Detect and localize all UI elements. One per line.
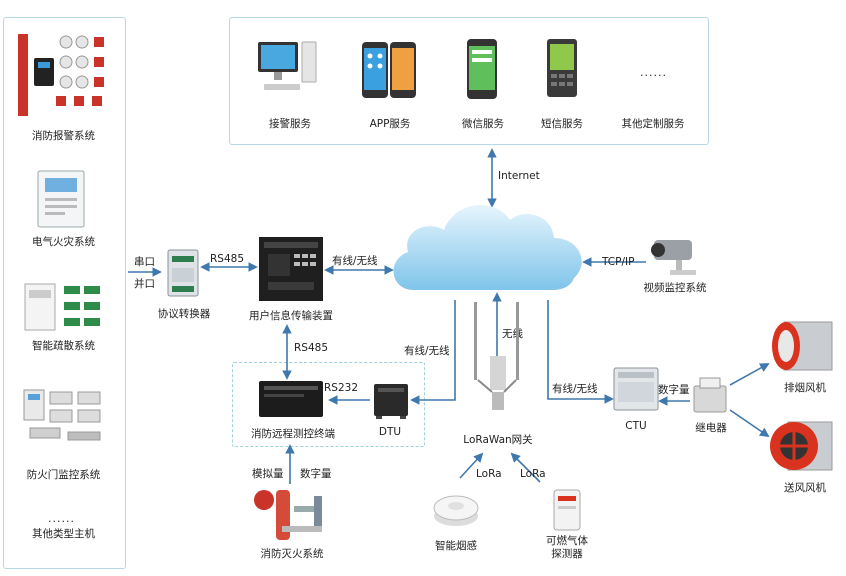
relay-label: 继电器 (695, 422, 727, 434)
electrical-fire-system-label: 电气火灾系统 (32, 236, 95, 248)
lorawan-gateway-label: LoRaWan网关 (463, 434, 533, 446)
remote-terminal-image (259, 381, 323, 417)
arrow-relay-to-exhaust-fan (729, 363, 770, 386)
desktop-computer-image (258, 41, 317, 90)
services-more-dots: ...... (640, 66, 667, 79)
tcp-ip-label: TCP/IP (602, 256, 635, 268)
video-camera-image (651, 240, 696, 275)
evacuation-system-label: 智能疏散系统 (32, 340, 95, 352)
ctu-image (613, 367, 659, 411)
other-hosts-label: 其他类型主机 (32, 528, 95, 540)
service-custom-label: 其他定制服务 (621, 118, 685, 130)
gas-detector-label-line1: 可燃气体 (546, 535, 588, 547)
dtu-label: DTU (378, 426, 402, 438)
service-wechat-label: 微信服务 (462, 118, 504, 130)
ctu-label: CTU (625, 420, 647, 432)
fire-door-system-label: 防火门监控系统 (26, 469, 101, 481)
digital-ctu-label: 数字量 (658, 384, 690, 396)
internet-label: Internet (498, 170, 540, 182)
wired-wireless-dtu-label: 有线/无线 (404, 345, 450, 357)
sms-phone-image (547, 39, 577, 97)
relay-image (693, 377, 727, 413)
extinguish-system-label: 消防灭火系统 (260, 548, 324, 560)
protocol-converter-label: 协议转换器 (157, 308, 211, 320)
extinguish-system-image (254, 490, 322, 540)
lora-gas-label: LoRa (520, 468, 546, 480)
user-transmitter-label: 用户信息传输装置 (249, 310, 333, 322)
remote-terminal-label: 消防远程测控终端 (251, 428, 335, 440)
user-transmitter-image (259, 237, 323, 301)
digital-terminal-label: 数字量 (300, 468, 332, 480)
dtu-image (374, 384, 408, 419)
app-phones-image (362, 42, 416, 98)
video-monitor-label: 视频监控系统 (643, 282, 707, 294)
lora-smoke-label: LoRa (476, 468, 502, 480)
lorawan-gateway-image (474, 302, 519, 410)
electrical-fire-device-image (37, 170, 85, 228)
gas-detector-label-line2: 探测器 (551, 548, 583, 560)
analog-label: 模拟量 (252, 468, 284, 480)
serial-port-label: 串口 (134, 256, 155, 268)
supply-fan-label: 送风风机 (784, 482, 826, 494)
cloud-icon (393, 205, 582, 290)
rs485-mid-label: RS485 (294, 342, 329, 354)
smoke-detector-label: 智能烟感 (435, 540, 477, 552)
rs232-label: RS232 (324, 382, 359, 394)
service-app-label: APP服务 (369, 118, 411, 130)
fire-door-devices-image (23, 389, 101, 441)
wired-wireless-cloud-label: 有线/无线 (332, 255, 378, 267)
service-sms-label: 短信服务 (541, 118, 583, 130)
evacuation-devices-image (24, 283, 100, 331)
gas-detector-image (553, 489, 581, 531)
fire-alarm-devices-image (18, 34, 104, 116)
parallel-port-label: 并口 (134, 278, 155, 290)
smoke-detector-image (433, 495, 479, 526)
wechat-phone-image (467, 39, 497, 99)
terminal-group-box (232, 362, 425, 447)
rs485-top-label: RS485 (210, 253, 245, 265)
other-hosts-dots: ...... (48, 512, 75, 525)
exhaust-fan-image (772, 321, 833, 371)
wired-wireless-ctu-label: 有线/无线 (552, 383, 598, 395)
protocol-converter-image (167, 249, 199, 297)
supply-fan-image (770, 421, 833, 471)
fire-alarm-system-label: 消防报警系统 (32, 130, 95, 142)
exhaust-fan-label: 排烟风机 (784, 382, 826, 394)
service-alarm-label: 接警服务 (269, 118, 311, 130)
